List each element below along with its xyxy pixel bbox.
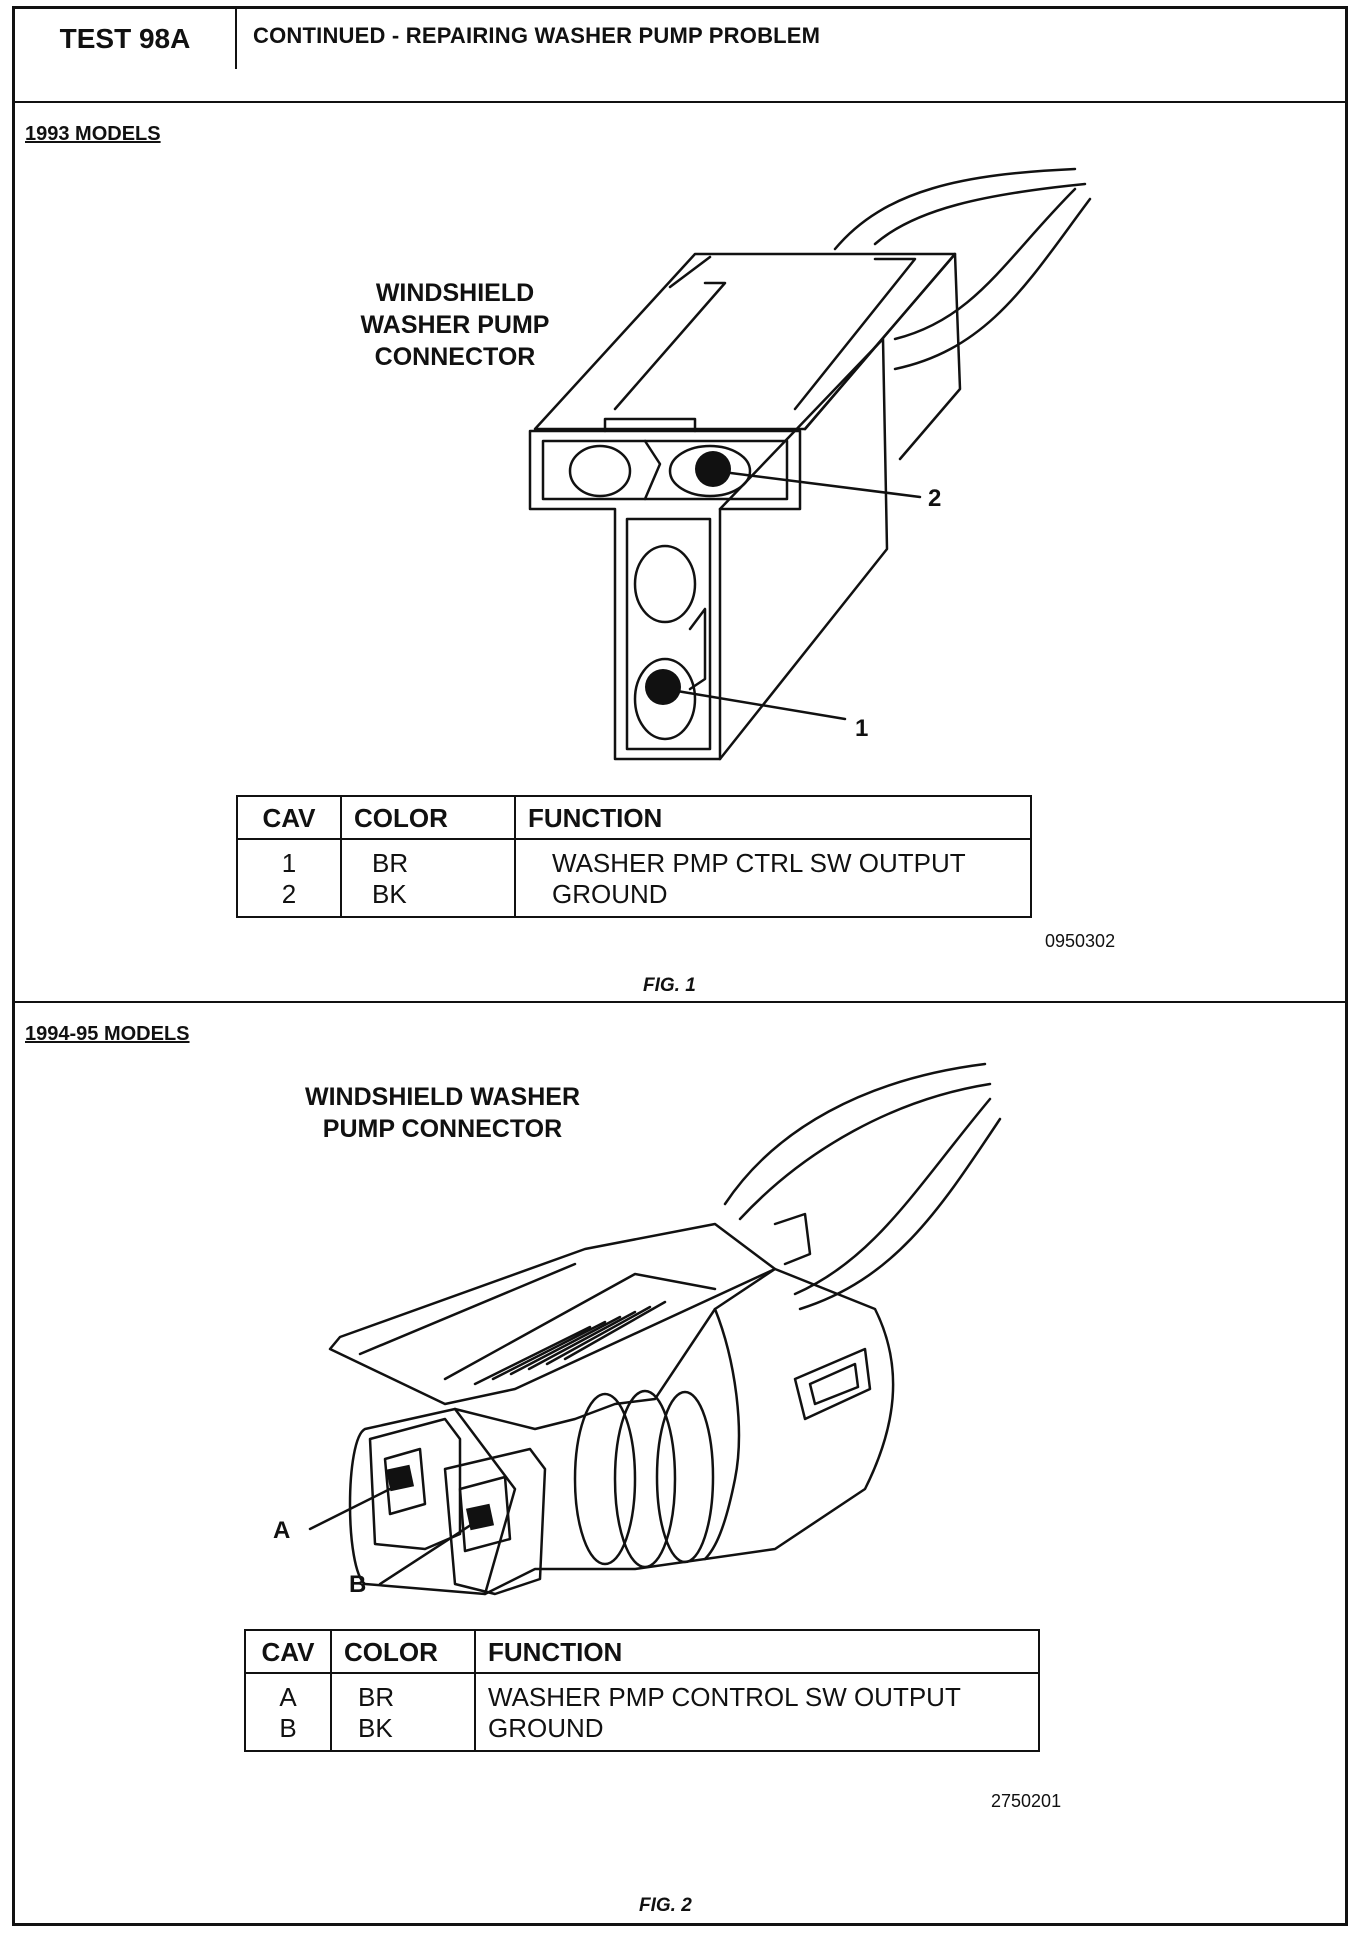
table-row: 2 BK GROUND [237,879,1031,917]
col-function: FUNCTION [514,796,1031,840]
cav-cell: B [279,1713,297,1743]
fig2-title-line: PUMP CONNECTOR [322,1115,563,1143]
fig2-figure-code: 2750201 [991,1791,1062,1811]
fig1-wire [873,182,1087,246]
fig1-caption: FIG. 1 [643,975,696,996]
page-title: CONTINUED - REPAIRING WASHER PUMP PROBLE… [253,23,821,48]
fig1-title-line: WINDSHIELD [375,279,535,307]
col-color: COLOR [340,796,515,840]
function-cell: GROUND [514,879,1031,917]
fig2-wire [723,1062,987,1206]
color-cell: BK [340,879,515,917]
col-function: FUNCTION [474,1630,1039,1674]
function-cell: WASHER PMP CONTROL SW OUTPUT [474,1673,1039,1713]
col-color: COLOR [330,1630,475,1674]
fig1-cavity-table: CAV COLOR FUNCTION 1 BR WASHER PMP CTRL … [236,795,1032,918]
col-cav: CAV [237,796,341,840]
table-header-row: CAV COLOR FUNCTION [245,1630,1039,1674]
fig2-title-line: WINDSHIELD WASHER [305,1083,580,1111]
color-cell: BK [330,1713,475,1751]
model-label-1994-95: 1994-95 MODELS [25,1023,190,1045]
callout-2: 2 [928,485,942,512]
fig1-title-line: WASHER PUMP [360,311,550,339]
callout-leader-2 [713,469,922,499]
model-label-1993: 1993 MODELS [25,123,161,145]
callout-B: B [349,1571,367,1598]
page-header: TEST 98A CONTINUED - REPAIRING WASHER PU… [15,9,1345,69]
fig2-housing [348,1407,517,1596]
color-cell: BR [340,839,515,879]
callout-leader-B [378,1517,482,1586]
test-id: TEST 98A [15,9,237,69]
fig2-latch [328,1222,777,1406]
fig1-connector-illustration [528,167,1092,761]
fig1-wire [833,167,1077,251]
fig1-wire [893,187,1077,341]
fig2-wire [798,1117,1002,1311]
callout-leader-1 [663,687,847,721]
table-row: 1 BR WASHER PMP CTRL SW OUTPUT [237,839,1031,879]
cav-cell: 1 [281,848,297,878]
cav-cell: A [279,1682,297,1712]
fig2-connector-illustration [308,1062,1002,1596]
cavity-2-pin-dot [695,451,731,487]
fig1-diagram-title: WINDSHIELD WASHER PUMP CONNECTOR [315,277,595,373]
table-row: A BR WASHER PMP CONTROL SW OUTPUT [245,1673,1039,1713]
fig1-title-line: CONNECTOR [374,343,536,371]
terminal-b-pin [465,1503,495,1531]
callout-leader-A [308,1482,402,1531]
color-cell: BR [330,1673,475,1713]
fig1-figure-code: 0950302 [1045,931,1116,951]
table-row: B BK GROUND [245,1713,1039,1751]
header-divider [15,101,1345,103]
callout-A: A [273,1517,291,1544]
fig1-connector-top [533,252,957,431]
fig2-terminal-b-housing [443,1447,547,1596]
callout-1: 1 [855,715,869,742]
function-cell: GROUND [474,1713,1039,1751]
fig2-diagram-title: WINDSHIELD WASHER PUMP CONNECTOR [270,1081,615,1145]
cav-cell: 2 [281,879,297,909]
cavity-1-pin-dot [645,669,681,705]
fig2-terminal-a-housing [368,1417,462,1551]
fig2-caption: FIG. 2 [639,1895,692,1916]
function-cell: WASHER PMP CTRL SW OUTPUT [514,839,1031,879]
fig2-wire [793,1097,992,1296]
fig1-wire [893,197,1092,371]
col-cav: CAV [245,1630,331,1674]
page-frame: TEST 98A CONTINUED - REPAIRING WASHER PU… [12,6,1348,1926]
section-divider [15,1001,1345,1003]
terminal-a-pin [385,1464,415,1492]
fig2-wire [738,1082,992,1221]
fig2-cavity-table: CAV COLOR FUNCTION A BR WASHER PMP CONTR… [244,1629,1040,1752]
table-header-row: CAV COLOR FUNCTION [237,796,1031,840]
